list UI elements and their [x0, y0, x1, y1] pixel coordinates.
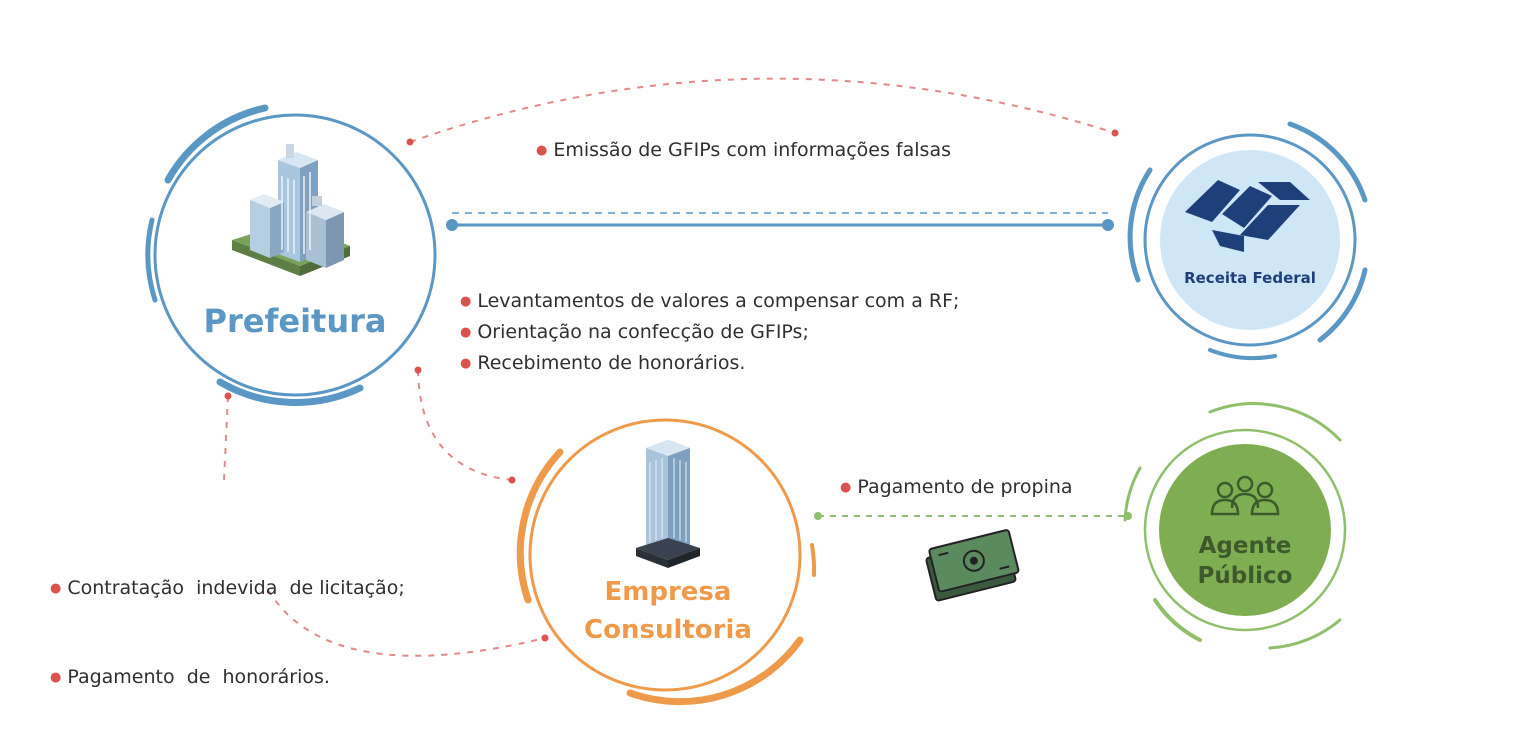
connector-dot — [406, 138, 414, 146]
annotation-text: Recebimento de honorários. — [477, 352, 746, 374]
city-buildings-icon — [232, 144, 350, 276]
connector-dot — [541, 634, 549, 642]
connector-dot — [814, 512, 822, 520]
bullet-icon: ● — [460, 325, 472, 340]
empresa-ring-accent — [626, 636, 804, 706]
agente-label-line1: Agente — [1199, 533, 1292, 559]
annotation-text: Contratação indevida de licitação; — [67, 577, 405, 599]
annotation-contratacao: ● Contratação indevida de licitação; ● Pag… — [50, 516, 405, 723]
connector-dot — [1111, 129, 1119, 137]
empresa-ring-accent — [516, 448, 564, 604]
connector-dot — [1102, 219, 1114, 231]
connector-dot — [414, 366, 422, 374]
office-tower-icon — [636, 440, 700, 568]
node-prefeitura: Prefeitura — [145, 104, 437, 406]
list-item: ● Pagamento de honorários. — [50, 663, 405, 694]
connector-dot — [508, 476, 516, 484]
agente-label-line2: Público — [1198, 563, 1293, 589]
node-receita-federal: Receita Federal — [1127, 121, 1368, 361]
receita-ring-accent — [1317, 267, 1368, 343]
connector-bottom-curve — [267, 589, 546, 657]
receita-federal-logo-icon — [1185, 180, 1310, 252]
connector-dot — [446, 219, 458, 231]
empresa-label-line1: Empresa — [605, 577, 732, 607]
annotation-text: Pagamento de honorários. — [67, 666, 330, 688]
bullet-icon: ● — [840, 480, 852, 495]
receita-label: Receita Federal — [1184, 269, 1316, 287]
node-agente-publico: Agente Público — [1123, 402, 1347, 650]
connector-top-arc — [409, 77, 1116, 143]
annotation-text: Levantamentos de valores a compensar com… — [477, 290, 960, 312]
bullet-icon: ● — [536, 143, 548, 158]
agente-ring — [1143, 428, 1347, 632]
list-item: ● Levantamentos de valores a compensar co… — [460, 287, 959, 318]
prefeitura-ring-accent — [145, 217, 158, 303]
empresa-ring-accent — [810, 543, 817, 577]
receita-ring-accent — [1127, 167, 1153, 283]
annotation-prefeitura-empresa: ● Levantamentos de valores a compensar co… — [460, 287, 959, 380]
annotation-empresa-agente: ● Pagamento de propina — [840, 474, 1073, 503]
agente-ring-accent — [1268, 618, 1342, 650]
bullet-icon: ● — [460, 356, 472, 371]
connectors — [223, 77, 1132, 657]
receita-ring-accent — [1208, 348, 1277, 361]
list-item: ● Recebimento de honorários. — [460, 349, 959, 380]
annotation-text: Emissão de GFIPs com informações falsas — [553, 139, 951, 161]
annotation-text: Orientação na confecção de GFIPs; — [477, 321, 809, 343]
annotation-text: Pagamento de propina — [857, 476, 1073, 498]
prefeitura-ring-accent — [216, 378, 364, 406]
people-group-icon — [1210, 475, 1280, 516]
agente-ring-accent — [1153, 598, 1202, 642]
receita-ring — [1143, 133, 1357, 347]
bullet-icon: ● — [460, 294, 472, 309]
receita-disc — [1160, 150, 1340, 330]
node-empresa-consultoria: Empresa Consultoria — [516, 418, 817, 706]
bullet-icon: ● — [50, 670, 62, 685]
bullet-icon: ● — [50, 581, 62, 596]
connector-left-vertical — [223, 395, 229, 481]
connector-dot — [224, 392, 232, 400]
cash-bundle-icon — [925, 529, 1020, 602]
prefeitura-ring-accent — [164, 104, 269, 184]
annotation-prefeitura-receita: ● Emissão de GFIPs com informações falsas — [536, 137, 951, 166]
list-item: ● Orientação na confecção de GFIPs; — [460, 318, 959, 349]
connector-prefeitura-empresa — [417, 369, 513, 481]
agente-ring-accent — [1123, 466, 1142, 522]
agente-ring-accent — [1208, 402, 1342, 442]
empresa-label-line2: Consultoria — [584, 615, 752, 645]
receita-ring-accent — [1287, 121, 1368, 203]
prefeitura-label: Prefeitura — [204, 302, 387, 340]
agente-disc — [1159, 444, 1331, 616]
list-item: ● Contratação indevida de licitação; — [50, 574, 405, 605]
